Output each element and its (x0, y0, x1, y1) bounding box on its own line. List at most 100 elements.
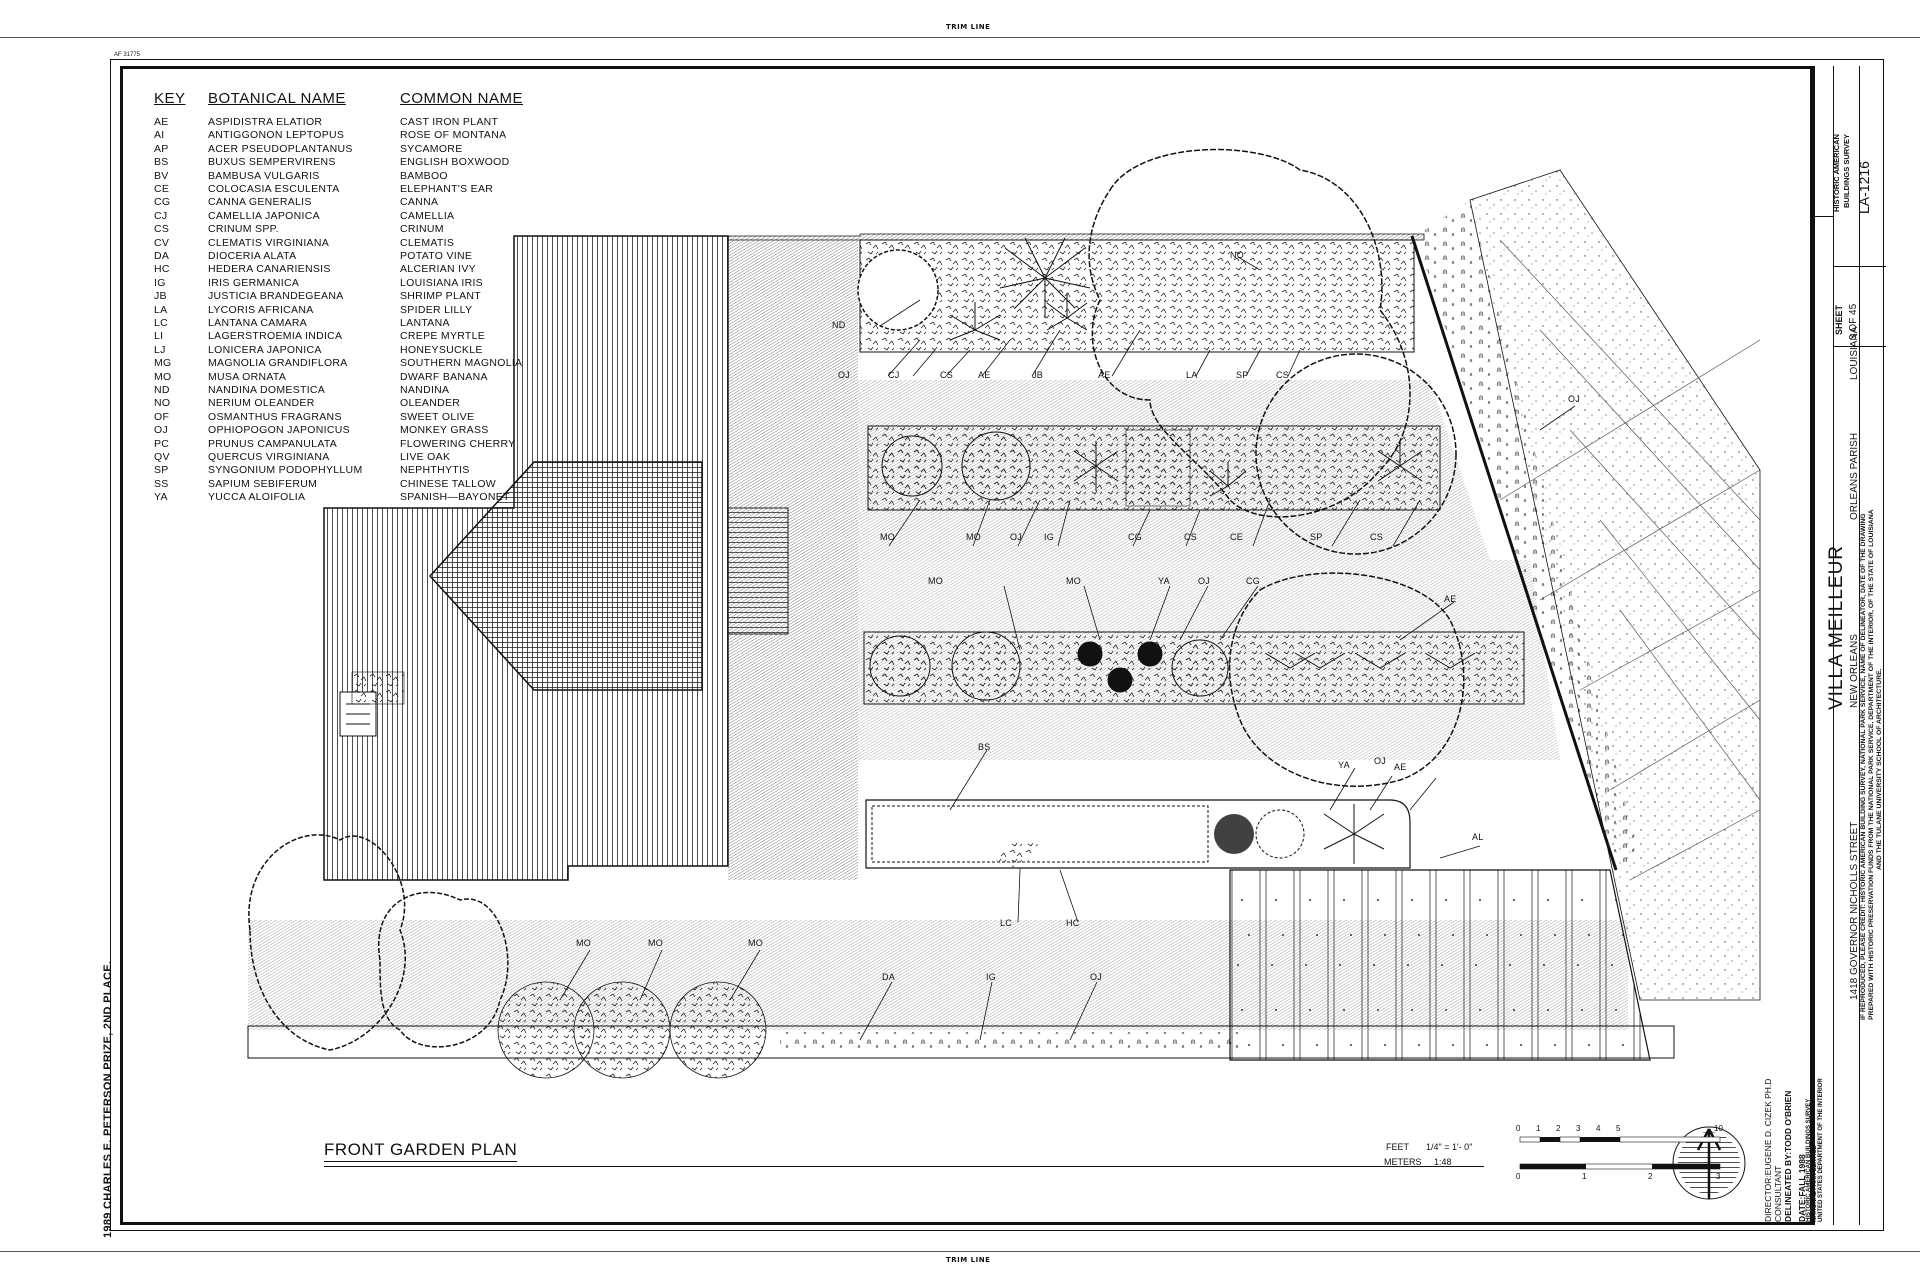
key-code: OJ (154, 424, 169, 437)
label-bed1-sp: SP (1236, 370, 1249, 380)
common-name: HONEYSUCKLE (400, 343, 483, 356)
botanical-name: QUERCUS VIRGINIANA (208, 451, 330, 463)
scale-bar-feet (1519, 1136, 1721, 1143)
common-name: ELEPHANT'S EAR (400, 183, 494, 195)
botanical-name: LANTANA CAMARA (208, 317, 308, 329)
grass-strip (1416, 200, 1640, 870)
botanical-name: ANTIGGONON LEPTOPUS (208, 129, 345, 142)
key-code: SP (154, 464, 169, 477)
common-name: ROSE OF MONTANA (400, 129, 507, 142)
common-name: SPIDER LILLY (400, 303, 473, 316)
meter-tick-2: 2 (1648, 1172, 1653, 1181)
botanical-name: SYNGONIUM PODOPHYLLUM (208, 464, 363, 477)
botanical-name: NERIUM OLEANDER (208, 397, 315, 410)
common-name: CRINUM (400, 223, 444, 236)
common-name: CANNA (400, 196, 439, 209)
credit-line-1: IF REPRODUCED, PLEASE CREDIT: HISTORIC A… (1860, 513, 1867, 1020)
title-block-divider-h1 (1833, 266, 1886, 267)
house (323, 235, 789, 881)
label-bed4-ae: AE (1394, 762, 1407, 772)
botanical-name: MAGNOLIA GRANDIFLORA (208, 357, 348, 370)
key-code: LI (154, 330, 164, 343)
key-code: AE (154, 116, 169, 128)
botanical-name: LYCORIS AFRICANA (208, 303, 314, 316)
label-bed4-al: AL (1472, 832, 1484, 842)
common-name: SWEET OLIVE (400, 410, 475, 423)
label-bed3-ya: YA (1158, 576, 1170, 586)
meter-tick-0: 0 (1516, 1172, 1521, 1181)
key-code: JB (154, 290, 167, 303)
key-code: QV (154, 451, 170, 463)
key-code: PC (154, 437, 170, 450)
botanical-name: MUSA ORNATA (208, 370, 287, 383)
botanical-name: BAMBUSA VULGARIS (208, 169, 320, 182)
botanical-name: OSMANTHUS FRAGRANS (208, 410, 342, 423)
label-bed1-ae2: AE (1098, 370, 1111, 380)
key-code: AP (154, 142, 169, 155)
common-name: LOUISIANA IRIS (400, 276, 483, 289)
label-bed2-ig: IG (1044, 532, 1055, 542)
key-code: MO (154, 370, 172, 383)
common-name: ENGLISH BOXWOOD (400, 156, 510, 169)
label-bed1-cs2: CS (1276, 370, 1290, 380)
title-block (1813, 66, 1886, 1225)
common-name: FLOWERING CHERRY (400, 437, 516, 450)
trim-rule-bottom (0, 1251, 1920, 1252)
common-name: SHRIMP PLANT (400, 290, 482, 303)
trim-line-bottom: TRIM LINE (946, 1256, 991, 1264)
key-code: LJ (154, 343, 166, 356)
label-bed1-jb: JB (1032, 370, 1044, 380)
botanical-name: NANDINA DOMESTICA (208, 384, 326, 396)
botanical-name: CANNA GENERALIS (208, 196, 312, 209)
scale-feet-label: FEET (1386, 1142, 1410, 1152)
credit-consultant: CONSULTANT (1773, 1165, 1783, 1222)
scale-meter-ticks: 0 1 2 3 (1516, 1172, 1746, 1184)
meter-tick-1: 1 (1582, 1172, 1587, 1181)
key-code: CG (154, 196, 171, 209)
key-code: SS (154, 477, 169, 490)
feet-tick-2: 2 (1556, 1124, 1561, 1133)
label-front-ig: IG (986, 972, 997, 982)
survey-name-2: BUILDINGS SURVEY (1842, 133, 1851, 208)
common-name: DWARF BANANA (400, 370, 488, 383)
label-bed3-mo2: MO (1066, 576, 1082, 586)
common-name: CAMELLIA (400, 209, 455, 222)
sheet-of: OF (1848, 317, 1859, 332)
label-bed1-cj: CJ (888, 370, 900, 380)
sheet-number-value: 3 (1848, 334, 1859, 340)
label-bed1-no: NO (1230, 250, 1245, 260)
common-name: SYCAMORE (400, 142, 463, 155)
common-name: LIVE OAK (400, 451, 451, 463)
label-bed2-mo2: MO (966, 532, 982, 542)
key-code: CJ (154, 209, 168, 222)
common-name: SOUTHERN MAGNOLIA (400, 357, 523, 370)
label-front-mo3: MO (748, 938, 764, 948)
bed-2 (867, 353, 1457, 555)
botanical-name: ACER PSEUDOPLANTANUS (208, 142, 353, 155)
botanical-name: COLOCASIA ESCULENTA (208, 183, 340, 195)
key-code: BS (154, 156, 169, 169)
label-bed3-ae: AE (1444, 594, 1457, 604)
label-bed4-ya: YA (1338, 760, 1350, 770)
label-bed3-cg: CG (1246, 576, 1261, 586)
botanical-name: LONICERA JAPONICA (208, 343, 322, 356)
sheet-code: AF 31775 (114, 52, 141, 58)
title-block-divider-1 (1833, 66, 1834, 1225)
botanical-name: SAPIUM SEBIFERUM (208, 477, 318, 490)
drawing-title-rule (324, 1166, 1484, 1167)
common-name: SPANISH—BAYONET (400, 491, 510, 504)
label-bed1-ae: AE (978, 370, 991, 380)
scale-feet-ticks: 0 1 2 3 4 5 10 (1516, 1124, 1746, 1136)
label-bed1-cs: CS (940, 370, 954, 380)
botanical-name: JUSTICIA BRANDEGEANA (208, 290, 344, 303)
bed-1 (857, 148, 1415, 518)
survey-number: LA-1216 (1856, 161, 1872, 214)
label-bed4-lc: LC (1000, 918, 1013, 928)
feet-tick-10: 10 (1714, 1124, 1723, 1133)
common-name: CHINESE TALLOW (400, 477, 496, 490)
sheet-label: SHEET (1834, 304, 1844, 335)
credit-delineated: DELINEATED BY:TODD O'BRIEN (1783, 1090, 1793, 1222)
key-code: IG (154, 276, 166, 289)
label-bed2-sp: SP (1310, 532, 1323, 542)
